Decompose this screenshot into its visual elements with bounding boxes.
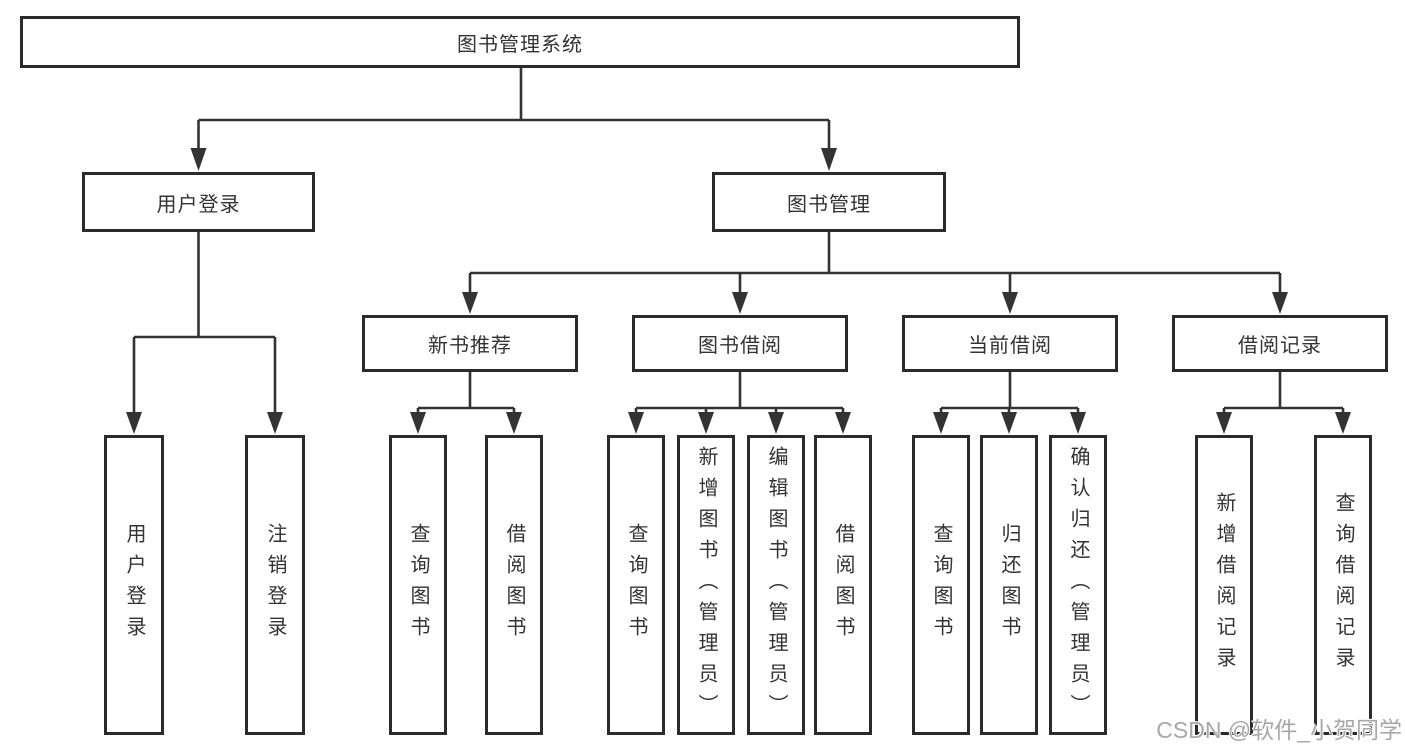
leaf-user-login: 用户登录 (104, 435, 164, 735)
node-label: 新增借阅记录 (1213, 492, 1235, 678)
node-label: 查询图书 (625, 523, 647, 647)
node-new-book-recommend: 新书推荐 (362, 315, 578, 372)
node-label: 新增图书（管理员） (695, 445, 717, 725)
leaf-edit-books-admin: 编辑图书（管理员） (747, 435, 805, 735)
node-label: 图书管理系统 (457, 33, 583, 56)
leaf-add-borrow-record: 新增借阅记录 (1195, 435, 1253, 735)
leaf-borrow-books: 借阅图书 (814, 435, 872, 735)
leaf-query-books-current: 查询图书 (912, 435, 970, 735)
node-label: 图书借阅 (698, 335, 782, 357)
node-label: 借阅图书 (503, 523, 525, 647)
node-book-management: 图书管理 (712, 172, 946, 232)
leaf-borrow-books-recommend: 借阅图书 (485, 435, 543, 735)
node-label: 用户登录 (123, 523, 145, 647)
leaf-query-borrow-record: 查询借阅记录 (1314, 435, 1372, 735)
leaf-confirm-return-admin: 确认归还（管理员） (1049, 435, 1107, 735)
node-label: 查询借阅记录 (1332, 492, 1354, 678)
leaf-query-books-recommend: 查询图书 (389, 435, 447, 735)
node-library-management-system: 图书管理系统 (20, 16, 1020, 68)
leaf-add-books-admin: 新增图书（管理员） (677, 435, 735, 735)
node-label: 查询图书 (407, 523, 429, 647)
node-label: 当前借阅 (968, 335, 1052, 357)
node-current-borrowing: 当前借阅 (902, 315, 1118, 372)
leaf-query-books-borrowing: 查询图书 (607, 435, 665, 735)
node-label: 归还图书 (998, 523, 1020, 647)
node-label: 注销登录 (264, 523, 286, 647)
node-label: 借阅图书 (832, 523, 854, 647)
node-label: 用户登录 (156, 193, 241, 216)
leaf-logout: 注销登录 (245, 435, 305, 735)
node-label: 借阅记录 (1238, 335, 1322, 357)
node-book-borrowing: 图书借阅 (632, 315, 848, 372)
csdn-watermark: CSDN @软件_小贺同学 (1156, 717, 1402, 743)
leaf-return-books: 归还图书 (980, 435, 1038, 735)
node-borrowing-records: 借阅记录 (1172, 315, 1388, 372)
node-label: 编辑图书（管理员） (765, 445, 787, 725)
node-user-login: 用户登录 (82, 172, 315, 232)
node-label: 新书推荐 (428, 335, 512, 357)
node-label: 查询图书 (930, 523, 952, 647)
node-label: 确认归还（管理员） (1067, 445, 1089, 725)
node-label: 图书管理 (787, 193, 871, 216)
